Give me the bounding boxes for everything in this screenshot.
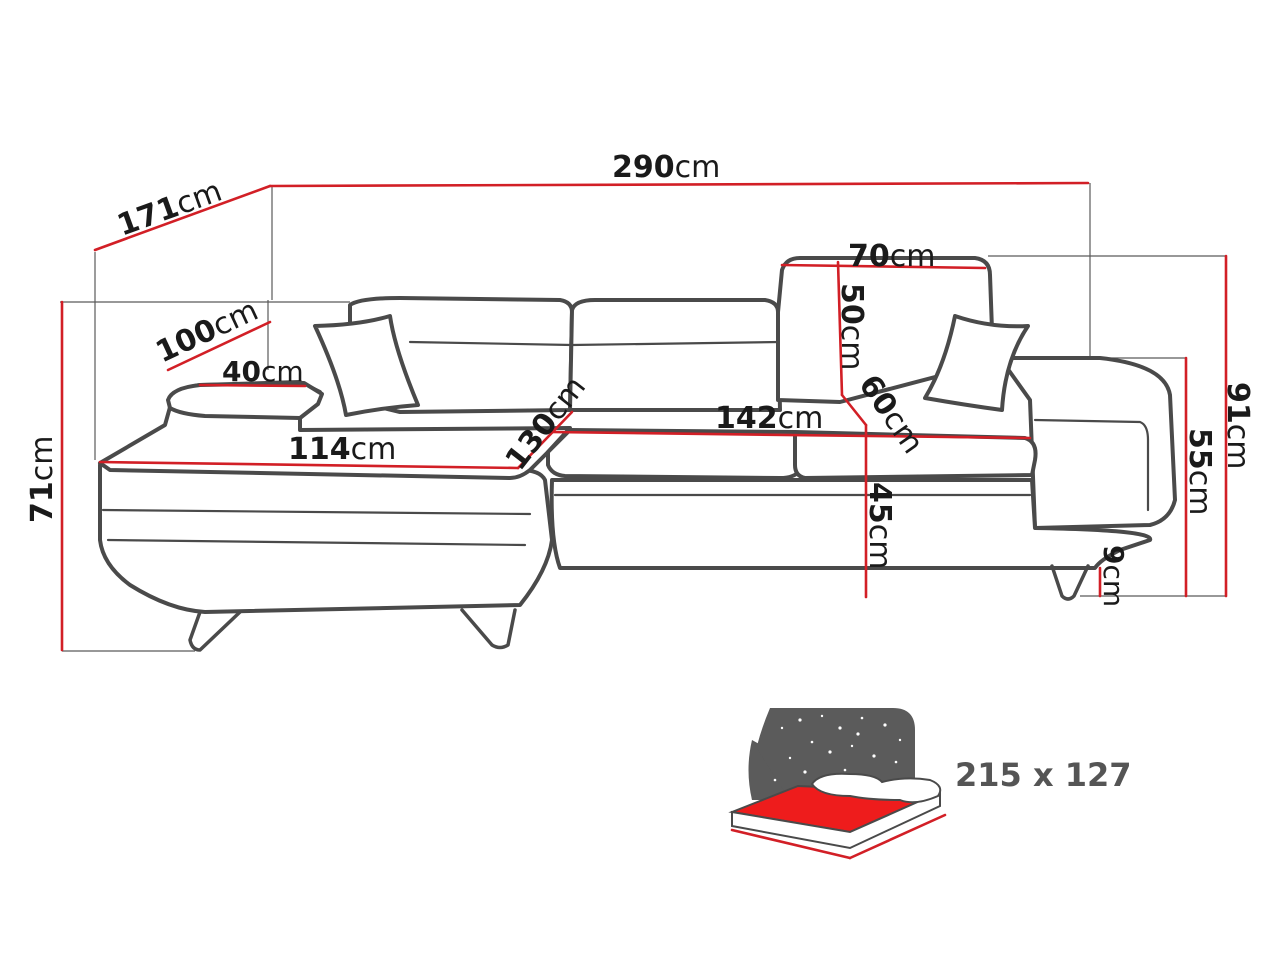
pillow-left [313, 314, 420, 417]
depth-label: 171cm [113, 174, 227, 244]
back-middle [568, 298, 782, 412]
main-base [549, 478, 1153, 570]
leg-left [188, 610, 242, 652]
seat-width-label: 142cm [715, 401, 823, 436]
seat-cushion-left [546, 428, 802, 480]
sleeping-area-label: 215 x 127 [955, 756, 1132, 794]
dimension-lines [60, 181, 1228, 652]
headrest-width-label: 70cm [848, 239, 935, 274]
seat-cushion-right [793, 430, 1038, 480]
armrest-width-label: 40cm [222, 355, 304, 388]
pillow-right [923, 314, 1030, 412]
mattress-side [731, 790, 941, 850]
chaise-base [98, 463, 554, 614]
height-left-label: 71cm [25, 436, 60, 523]
seat-height-label: 45cm [862, 482, 897, 569]
stars-icon [773, 714, 902, 787]
pillows-icon [810, 772, 942, 804]
bed-function-icon [728, 708, 947, 860]
total-width-label: 290cm [612, 150, 720, 185]
leg-height-label: 9cm [1097, 545, 1130, 607]
extension-lines [60, 183, 1227, 652]
headrest-height-label: 50cm [834, 283, 869, 370]
leg-middle [460, 608, 517, 650]
sofa-drawing [98, 256, 1177, 652]
chaise-seat-length-label: 114cm [288, 432, 396, 467]
leg-right [1050, 564, 1090, 601]
right-armrest [998, 356, 1177, 530]
height-total-label: 91cm [1220, 382, 1255, 469]
left-armrest [166, 381, 324, 420]
armrest-height-label: 55cm [1182, 428, 1217, 515]
